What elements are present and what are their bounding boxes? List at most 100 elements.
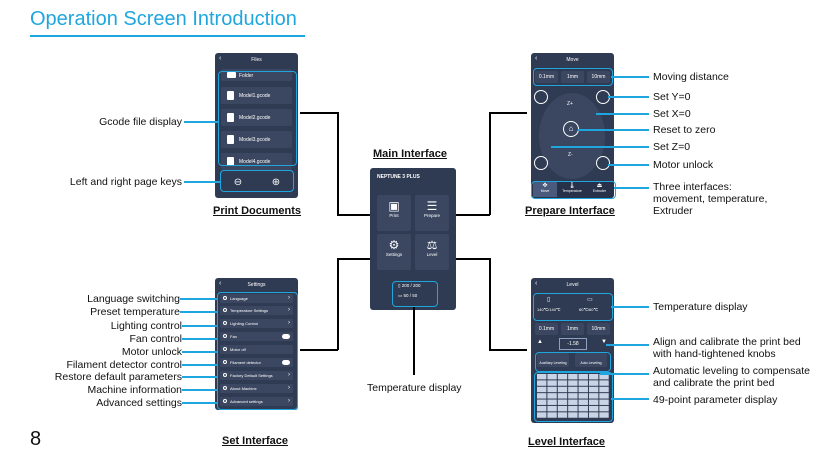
- callout-label: Gcode file display: [99, 116, 182, 128]
- callout-label: Extruder: [653, 205, 693, 217]
- file-icon: [227, 135, 234, 144]
- section-label: Main Interface: [373, 148, 447, 160]
- move-icon: ✥: [542, 183, 548, 189]
- tab-extruder[interactable]: ⏏Extruder: [587, 182, 612, 197]
- page-title: Operation Screen Introduction: [30, 8, 297, 30]
- home-z-icon[interactable]: [534, 156, 548, 170]
- callout-label: Set X=0: [653, 108, 691, 120]
- filament-toggle[interactable]: [282, 360, 290, 365]
- settings-item-temperature[interactable]: Temperature Settings›: [220, 306, 293, 315]
- level-title: Level: [566, 282, 579, 288]
- highlight-settings: [217, 292, 298, 410]
- list-item[interactable]: Model2.gcode: [221, 109, 292, 126]
- highlight-pagekeys: [220, 170, 294, 192]
- highlight-temp: [392, 281, 438, 307]
- scale-icon: ⚖: [426, 238, 438, 252]
- distance-button[interactable]: 0.1mm: [535, 71, 558, 83]
- files-title: Files: [251, 57, 262, 63]
- back-icon[interactable]: ‹: [219, 280, 222, 287]
- auto-leveling-button[interactable]: Auto Leveling: [575, 353, 607, 367]
- callout-label: Align and calibrate the print bed: [653, 336, 801, 348]
- callout-label: 49-point parameter display: [653, 394, 778, 406]
- motor-unlock-icon[interactable]: [596, 156, 610, 170]
- auxiliary-leveling-button[interactable]: Auxiliary Leveling: [537, 353, 569, 367]
- highlight-distance: [533, 68, 613, 86]
- file-icon: [227, 157, 234, 166]
- callout-label: and calibrate the print bed: [653, 377, 775, 389]
- back-icon[interactable]: ‹: [219, 55, 222, 62]
- gear-icon: ⚙: [388, 238, 400, 252]
- settings-item-about[interactable]: About Machine›: [220, 384, 293, 393]
- distance-button[interactable]: 1mm: [561, 323, 584, 335]
- highlight-tabs: [531, 181, 616, 199]
- callout-label: with hand-tightened knobs: [653, 348, 776, 360]
- distance-button[interactable]: 10mm: [587, 71, 610, 83]
- settings-item-factory[interactable]: Factory Default Settings›: [220, 371, 293, 380]
- callout-label: Left and right page keys: [69, 176, 182, 188]
- axis-label[interactable]: Z-: [568, 152, 573, 158]
- level-screen: ‹ Level ▯ 140℃/140℃ ▭ 60℃/60℃ 0.1mm 1mm …: [531, 278, 614, 423]
- offset-up-button[interactable]: ▲: [537, 339, 543, 345]
- back-icon[interactable]: ‹: [535, 280, 538, 287]
- callout-label: Filament detector control: [66, 359, 182, 371]
- temp-caption: Temperature display: [367, 382, 462, 394]
- tab-temperature[interactable]: 🌡Temperature: [559, 182, 585, 197]
- settings-item-language[interactable]: Language›: [220, 294, 293, 303]
- mesh-grid: [536, 373, 609, 418]
- tab-move[interactable]: ✥Move: [533, 182, 557, 197]
- print-button[interactable]: ▣Print: [377, 195, 411, 231]
- settings-item-filament[interactable]: Filament detector: [220, 358, 293, 367]
- settings-item-lighting[interactable]: Lighting Control›: [220, 319, 293, 328]
- print-icon: ▣: [388, 199, 400, 213]
- offset-down-button[interactable]: ▼: [601, 339, 607, 345]
- prepare-button[interactable]: ☰Prepare: [415, 195, 449, 231]
- file-icon: [227, 113, 234, 122]
- home-icon[interactable]: ⌂: [563, 121, 579, 137]
- callout-label: Preset temperature: [90, 306, 180, 318]
- distance-button[interactable]: 10mm: [587, 323, 610, 335]
- callout-label: Moving distance: [653, 71, 729, 83]
- settings-title: Settings: [247, 282, 266, 288]
- settings-screen: ‹ Settings Language› Temperature Setting…: [215, 278, 298, 410]
- settings-button[interactable]: ⚙Settings: [377, 234, 411, 270]
- fan-toggle[interactable]: [282, 334, 290, 339]
- temp-bed: 60℃/60℃: [579, 307, 598, 312]
- prev-page-button[interactable]: ⊖: [233, 177, 243, 188]
- highlight-level-buttons: [535, 352, 611, 372]
- highlight-mesh: [534, 372, 613, 422]
- callout-label: Language switching: [87, 293, 180, 305]
- file-icon: [227, 91, 234, 100]
- axis-label[interactable]: Z+: [567, 101, 573, 107]
- bed-icon: ▭: [587, 297, 593, 303]
- move-screen: ‹ Move 0.1mm 1mm 10mm ⌂ Z+ Z- ✥Move 🌡Tem…: [531, 53, 614, 198]
- callout-label: Fan control: [129, 333, 182, 345]
- callout-label: Advanced settings: [96, 397, 182, 409]
- offset-value: -1.58: [559, 338, 587, 350]
- callout-label: Reset to zero: [653, 124, 716, 136]
- list-item[interactable]: Model1.gcode: [221, 87, 292, 104]
- highlight-level-temp: [533, 293, 613, 321]
- callout-label: Motor unlock: [653, 159, 714, 171]
- distance-button[interactable]: 0.1mm: [535, 323, 558, 335]
- nozzle-icon: ▯: [398, 283, 402, 288]
- settings-item-fan[interactable]: Fan: [220, 332, 293, 341]
- nozzle-icon: ▯: [547, 297, 551, 303]
- list-item[interactable]: Folder: [221, 69, 292, 81]
- settings-item-motor[interactable]: Motor off: [220, 345, 293, 354]
- distance-button[interactable]: 1mm: [561, 71, 584, 83]
- section-label: Set Interface: [222, 435, 289, 447]
- main-screen: NEPTUNE 3 PLUS ▣Print ☰Prepare ⚙Settings…: [370, 168, 456, 310]
- section-label: Prepare Interface: [525, 205, 615, 217]
- sliders-icon: ☰: [426, 199, 438, 213]
- next-page-button[interactable]: ⊕: [271, 177, 281, 188]
- settings-item-advanced[interactable]: Advanced settings›: [220, 397, 293, 406]
- brand-label: NEPTUNE 3 PLUS: [377, 174, 420, 180]
- section-label: Print Documents: [213, 205, 302, 217]
- back-icon[interactable]: ‹: [535, 55, 538, 62]
- callout-label: Automatic leveling to compensate: [653, 365, 811, 377]
- home-y-icon[interactable]: [534, 90, 548, 104]
- callout-label: Restore default parameters: [54, 371, 182, 383]
- list-item[interactable]: Model3.gcode: [221, 131, 292, 148]
- callout-label: Lighting control: [110, 320, 182, 332]
- level-button[interactable]: ⚖Level: [415, 234, 449, 270]
